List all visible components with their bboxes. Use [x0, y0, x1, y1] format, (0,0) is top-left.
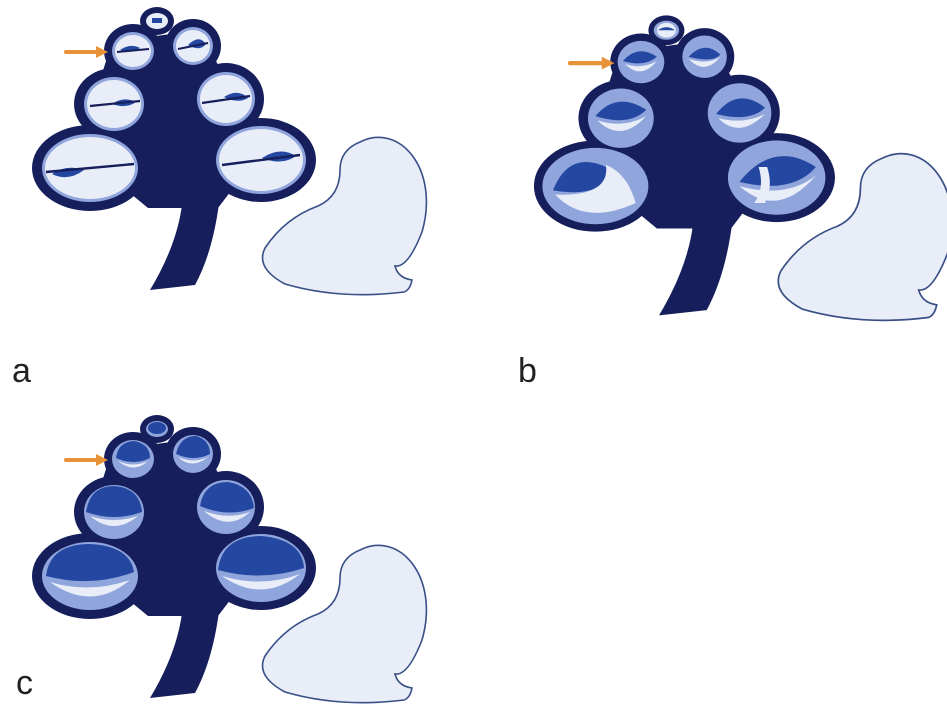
orange-arrow-icon [66, 454, 108, 466]
panel-label-c: c [16, 664, 33, 702]
orange-arrow-icon [66, 46, 108, 58]
panel-a: a [12, 7, 426, 390]
panel-label-a: a [12, 352, 31, 390]
panel-b [534, 15, 947, 320]
orange-arrow-icon [570, 57, 615, 70]
panel-label-b: b [518, 352, 537, 390]
panel-c [32, 415, 426, 703]
